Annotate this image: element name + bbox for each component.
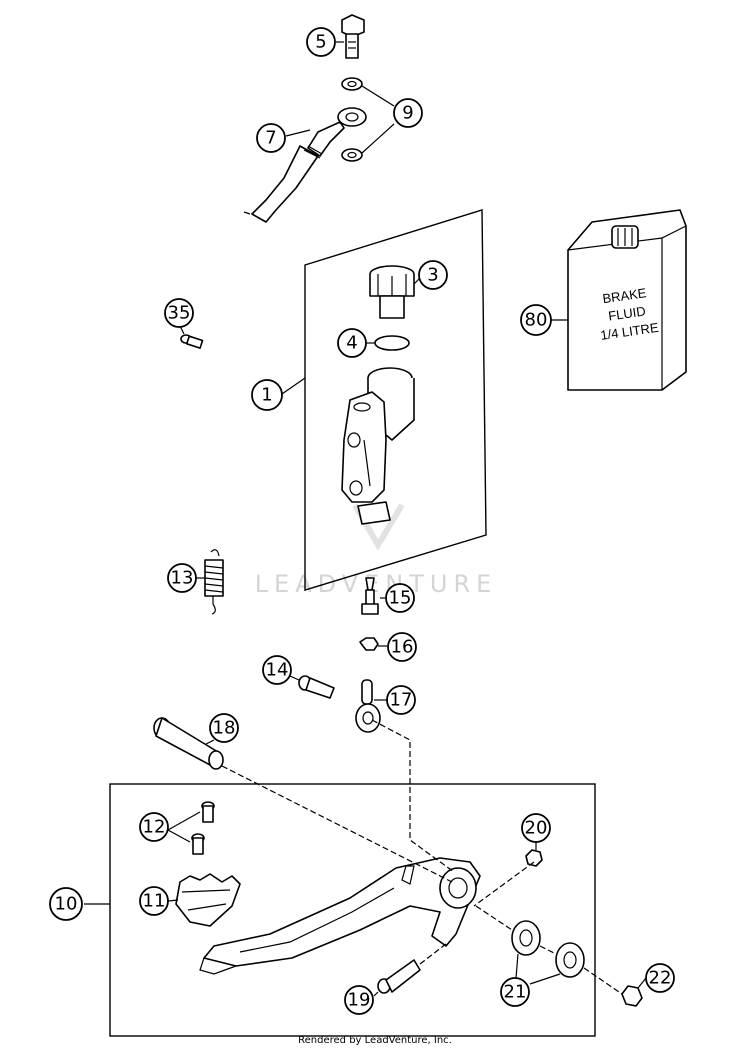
leader-lines bbox=[84, 41, 647, 997]
callout-18[interactable]: 18 bbox=[209, 713, 239, 743]
clevis-part[interactable] bbox=[355, 679, 381, 733]
callout-4-label: 4 bbox=[346, 333, 357, 354]
callout-13[interactable]: 13 bbox=[167, 563, 197, 593]
banjo-bolt-part[interactable] bbox=[341, 14, 365, 59]
callout-9[interactable]: 9 bbox=[393, 98, 423, 128]
render-credit: Rendered by LeadVenture, Inc. bbox=[298, 1035, 452, 1046]
callout-5-label: 5 bbox=[315, 32, 326, 53]
callout-35[interactable]: 35 bbox=[164, 298, 194, 328]
callout-19[interactable]: 19 bbox=[344, 985, 374, 1015]
callout-12[interactable]: 12 bbox=[139, 812, 169, 842]
callout-1-label: 1 bbox=[261, 385, 272, 406]
callout-17-label: 17 bbox=[390, 690, 413, 711]
lock-nut-part[interactable] bbox=[359, 637, 379, 651]
pivot-bolt-part[interactable] bbox=[298, 675, 335, 699]
callout-11-label: 11 bbox=[143, 891, 166, 912]
brake-hose-part[interactable] bbox=[243, 107, 367, 223]
callout-35-label: 35 bbox=[168, 303, 191, 324]
can-label-line-2: FLUID bbox=[607, 303, 646, 323]
callout-15-label: 15 bbox=[389, 588, 412, 609]
pivot-sleeve-part[interactable] bbox=[153, 717, 224, 770]
master-cylinder-group-frame bbox=[304, 209, 487, 591]
can-label-line-1: BRAKE bbox=[602, 285, 648, 306]
screw-part[interactable] bbox=[180, 334, 204, 349]
callout-9-label: 9 bbox=[402, 103, 413, 124]
pedal-screws-part[interactable] bbox=[191, 801, 215, 855]
nut-part[interactable] bbox=[525, 849, 543, 867]
callout-16[interactable]: 16 bbox=[387, 632, 417, 662]
callout-1[interactable]: 1 bbox=[251, 379, 283, 411]
callout-20[interactable]: 20 bbox=[521, 813, 551, 843]
callout-19-label: 19 bbox=[348, 990, 371, 1011]
callout-80[interactable]: 80 bbox=[520, 304, 552, 336]
callout-4[interactable]: 4 bbox=[337, 328, 367, 358]
callout-15[interactable]: 15 bbox=[385, 583, 415, 613]
callout-80-label: 80 bbox=[525, 310, 548, 331]
callout-3-label: 3 bbox=[427, 265, 438, 286]
callout-21-label: 21 bbox=[504, 982, 527, 1003]
pedal-bolt-part[interactable] bbox=[377, 959, 421, 994]
sealing-washers-part[interactable] bbox=[341, 77, 363, 162]
pedal-step-plate-part[interactable] bbox=[175, 873, 241, 927]
callout-21[interactable]: 21 bbox=[500, 977, 530, 1007]
flange-nut-part[interactable] bbox=[621, 985, 643, 1007]
callout-22[interactable]: 22 bbox=[645, 963, 675, 993]
callout-5[interactable]: 5 bbox=[306, 27, 336, 57]
master-cylinder-body-part[interactable] bbox=[341, 367, 415, 525]
callout-16-label: 16 bbox=[391, 637, 414, 658]
callout-17[interactable]: 17 bbox=[386, 685, 416, 715]
callout-20-label: 20 bbox=[525, 818, 548, 839]
watermark-text: LEADVENTURE bbox=[255, 570, 498, 598]
push-rod-part[interactable] bbox=[361, 577, 379, 615]
brake-pedal-group-frame bbox=[109, 783, 596, 1037]
brake-pedal-lever-part[interactable] bbox=[199, 857, 481, 975]
callout-14-label: 14 bbox=[266, 660, 289, 681]
reservoir-fitting-part[interactable] bbox=[369, 265, 415, 319]
return-spring-part[interactable] bbox=[204, 549, 224, 615]
brake-fluid-can-part[interactable]: BRAKE FLUID 1/4 LITRE bbox=[567, 209, 687, 391]
callout-10-label: 10 bbox=[55, 894, 78, 915]
callout-10[interactable]: 10 bbox=[49, 887, 83, 921]
callout-14[interactable]: 14 bbox=[262, 655, 292, 685]
callout-7-label: 7 bbox=[265, 128, 276, 149]
callout-12-label: 12 bbox=[143, 817, 166, 838]
callout-22-label: 22 bbox=[649, 968, 672, 989]
o-ring-part[interactable] bbox=[374, 335, 410, 351]
callout-18-label: 18 bbox=[213, 718, 236, 739]
bearings-part[interactable] bbox=[511, 920, 585, 978]
callout-7[interactable]: 7 bbox=[256, 123, 286, 153]
callout-3[interactable]: 3 bbox=[418, 260, 448, 290]
callout-11[interactable]: 11 bbox=[139, 886, 169, 916]
callout-13-label: 13 bbox=[171, 568, 194, 589]
